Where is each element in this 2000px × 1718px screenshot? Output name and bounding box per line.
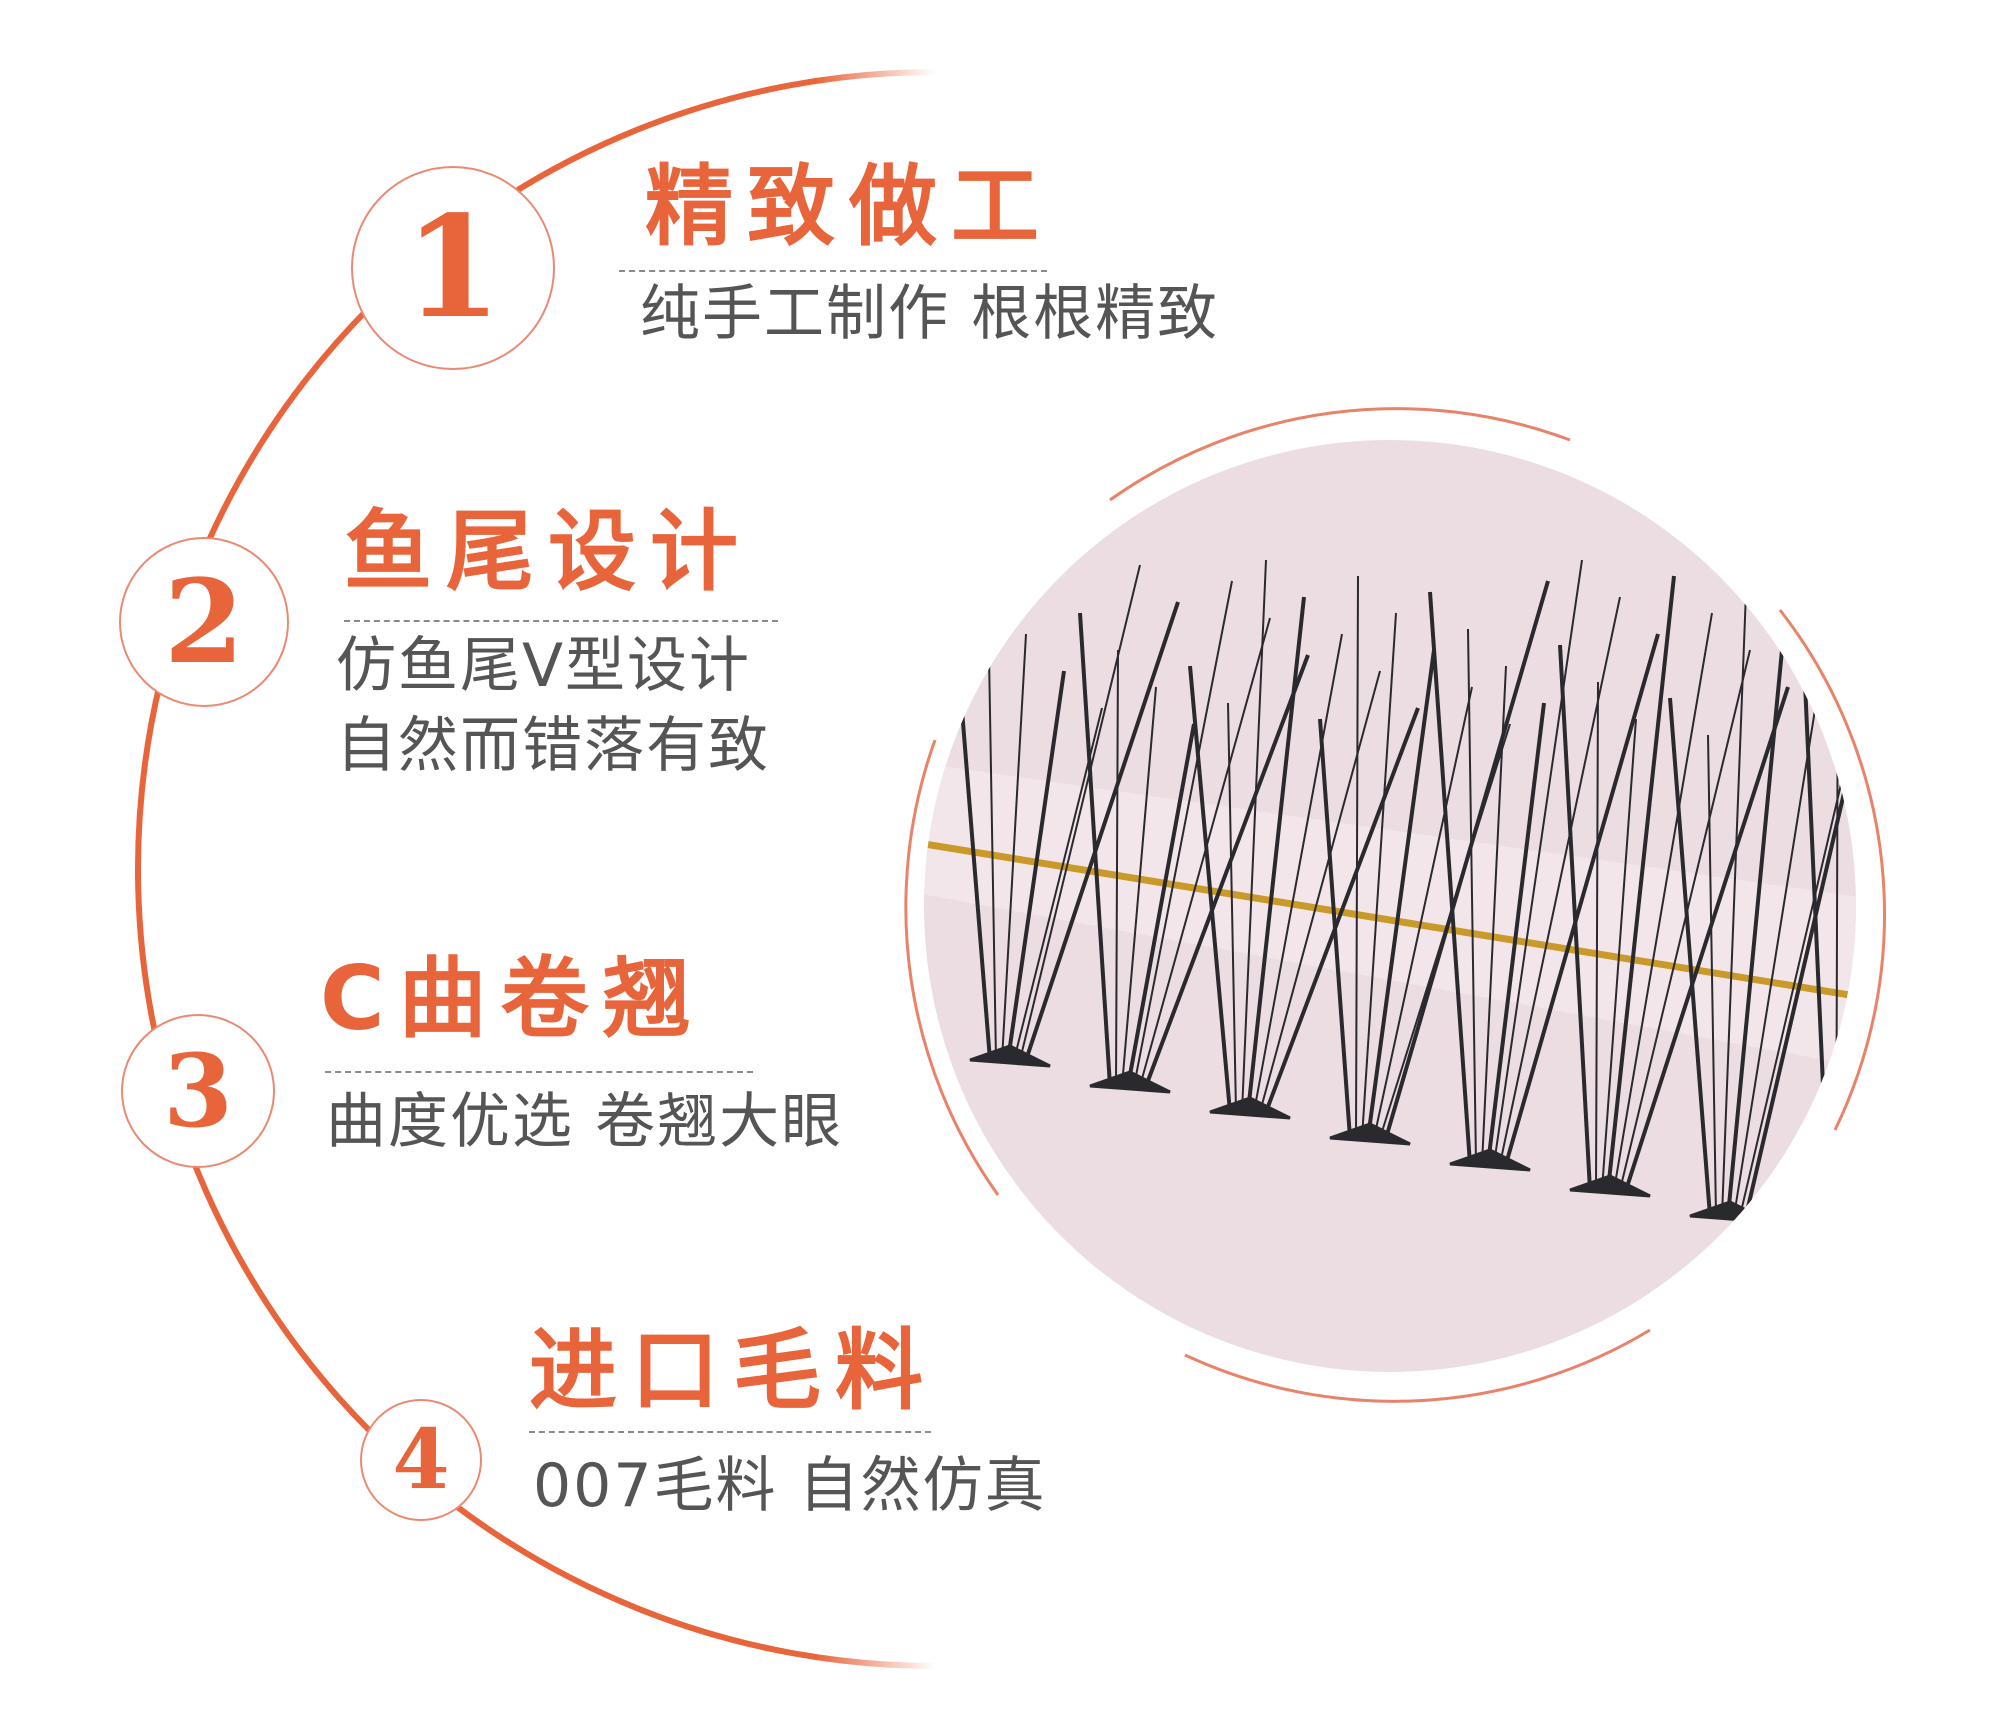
feature-desc-2b: 自然而错落有致 bbox=[336, 711, 770, 781]
lash-strand bbox=[1366, 649, 1436, 1139]
lash-cluster-base bbox=[1809, 1226, 1856, 1250]
feature-desc-4: 007毛料 自然仿真 bbox=[533, 1451, 1047, 1521]
lash-strand bbox=[1126, 723, 1196, 1087]
lash-strand bbox=[1361, 612, 1397, 1139]
lash-strand bbox=[1384, 580, 1550, 1139]
feature-desc-1: 纯手工制作 根根精致 bbox=[640, 279, 1220, 349]
photo-ring-left bbox=[904, 739, 1000, 1196]
feature-desc-3: 曲度优选 卷翘大眼 bbox=[326, 1087, 844, 1157]
feature-title-3: C曲卷翘 bbox=[320, 947, 705, 1050]
lash-strand bbox=[1246, 596, 1306, 1113]
timeline-arc bbox=[135, 69, 936, 1669]
lash-strand bbox=[1601, 718, 1637, 1191]
lash-strand bbox=[1606, 575, 1676, 1191]
lash-strand bbox=[1115, 649, 1119, 1087]
lash-strand bbox=[1428, 591, 1472, 1165]
lash-strand bbox=[1078, 612, 1112, 1087]
feature-desc-2a: 仿鱼尾V型设计 bbox=[336, 631, 752, 701]
lash-strand bbox=[1259, 670, 1381, 1113]
lash-strand bbox=[1467, 628, 1477, 1165]
lash-strand bbox=[1726, 628, 1786, 1217]
lash-strand bbox=[1744, 559, 1856, 1217]
lash-strand bbox=[1499, 596, 1621, 1165]
lash-strand bbox=[1504, 633, 1660, 1165]
photo-ring-right bbox=[1778, 609, 1887, 1131]
lash-strand bbox=[1721, 591, 1747, 1217]
photo-ring-bottom bbox=[1184, 1328, 1651, 1403]
lash-strand bbox=[1866, 613, 2000, 1242]
eyelash-photo bbox=[924, 440, 2000, 1372]
lash-strand bbox=[1739, 702, 1856, 1217]
feature-title-4: 进口毛料 bbox=[529, 1319, 938, 1422]
lash-strand bbox=[1227, 702, 1237, 1113]
lash-strand bbox=[1707, 734, 1717, 1217]
lash-strand bbox=[1853, 718, 1856, 1243]
lash-strand bbox=[1019, 564, 1141, 1061]
lash-strand bbox=[1006, 670, 1066, 1061]
lash-strand bbox=[1001, 633, 1027, 1061]
lash-strand bbox=[1241, 559, 1267, 1113]
lash-strand bbox=[1613, 612, 1713, 1191]
lash-strand bbox=[1595, 681, 1599, 1191]
step-number-4: 4 bbox=[360, 1399, 482, 1521]
feature-title-1: 精致做工 bbox=[645, 155, 1054, 258]
lash-strand bbox=[1481, 665, 1507, 1165]
lash-strand bbox=[1619, 649, 1751, 1191]
step-number-3: 3 bbox=[121, 1014, 275, 1168]
lash-strand bbox=[1188, 665, 1232, 1113]
divider-2 bbox=[344, 620, 778, 622]
feature-title-2: 鱼尾设计 bbox=[344, 500, 753, 603]
lash-strand bbox=[1133, 580, 1233, 1087]
divider-4 bbox=[529, 1431, 931, 1433]
lash-strand bbox=[1253, 633, 1343, 1113]
lash-strand bbox=[1264, 707, 1420, 1113]
lash-strand bbox=[1013, 707, 1103, 1061]
lash-strand bbox=[1624, 686, 1790, 1191]
divider-3 bbox=[325, 1071, 753, 1073]
lash-strand bbox=[1860, 576, 1990, 1242]
lash-strand bbox=[1486, 702, 1546, 1165]
step-number-1: 1 bbox=[351, 166, 555, 370]
lash-strand bbox=[1144, 654, 1310, 1087]
lash-strand bbox=[1024, 601, 1180, 1061]
step-number-2: 2 bbox=[119, 537, 289, 707]
lash-strand bbox=[1318, 718, 1352, 1139]
divider-1 bbox=[619, 270, 1047, 272]
photo-ring-top bbox=[1109, 407, 1571, 502]
lash-strand bbox=[987, 596, 997, 1061]
lash-strand bbox=[1668, 697, 1712, 1217]
lash-strand bbox=[1493, 559, 1583, 1165]
lash-strand bbox=[1355, 575, 1359, 1139]
lash-strand bbox=[1121, 686, 1157, 1087]
lash-strand bbox=[1373, 686, 1473, 1139]
lash-strand bbox=[1558, 644, 1592, 1191]
